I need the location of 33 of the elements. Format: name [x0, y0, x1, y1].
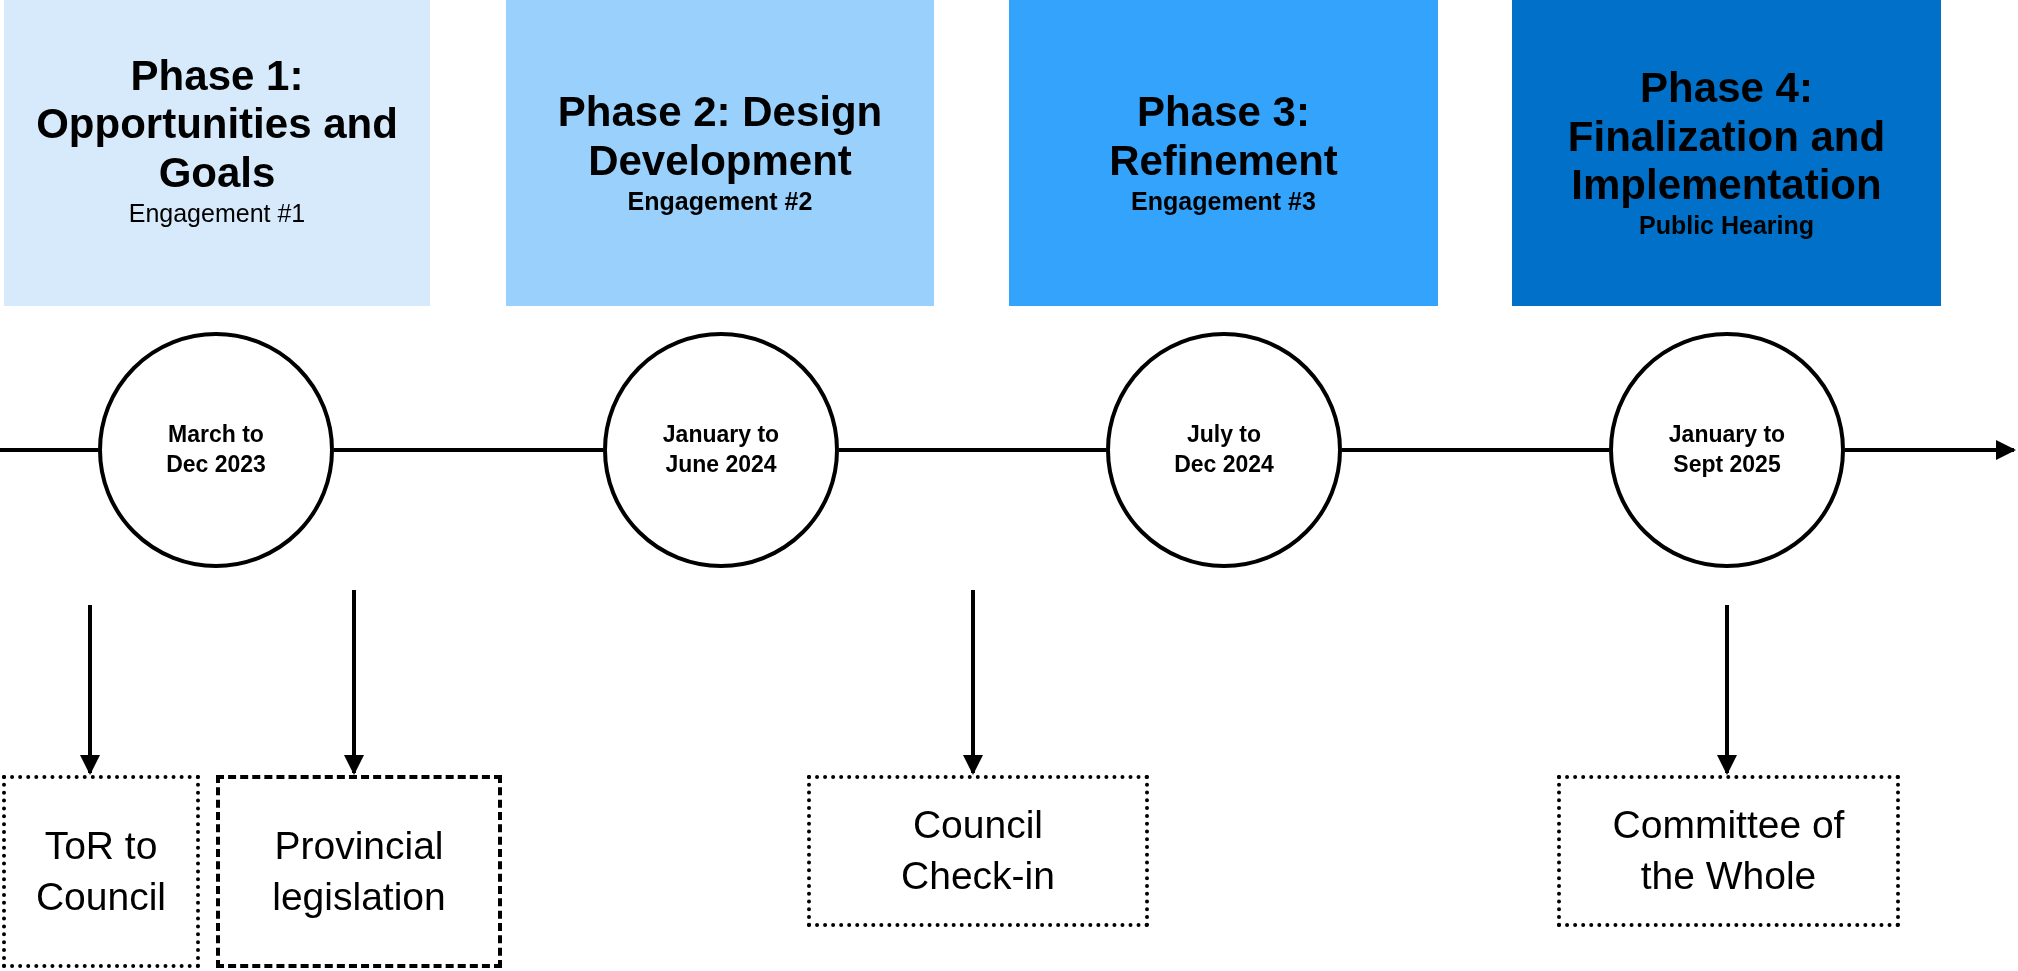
milestone-box	[216, 775, 502, 968]
milestone-text: Provincial legislation	[271, 822, 447, 920]
arrow	[1717, 605, 1737, 775]
milestone-text: Committee of the Whole	[1611, 802, 1846, 899]
phase-subtitle: Engagement #2	[627, 186, 813, 218]
phase-subtitle: Engagement #3	[1131, 186, 1316, 218]
date-text: July to Dec 2024	[1173, 420, 1275, 479]
timeline-arrow	[1845, 440, 2016, 460]
phase-subtitle: Public Hearing	[1638, 210, 1814, 242]
milestone-box	[2, 775, 200, 968]
arrow	[963, 590, 983, 775]
phase-box	[1009, 0, 1438, 306]
phase-box	[4, 0, 430, 306]
phase-box	[506, 0, 934, 306]
milestone-text: ToR to Council	[34, 822, 168, 920]
timeline-line	[1342, 448, 1609, 452]
phase-title: Phase 2: Design Development	[556, 88, 884, 186]
phase-title: Phase 3: Refinement	[1108, 88, 1339, 186]
phase-subtitle: Engagement #1	[128, 197, 306, 229]
milestone-text: Council Check-in	[900, 802, 1056, 899]
timeline-line	[334, 448, 603, 452]
phase-title: Phase 1: Opportunities and Goals	[35, 52, 399, 197]
date-text: January to Sept 2025	[1668, 420, 1786, 479]
date-text: January to June 2024	[662, 420, 780, 479]
arrow	[80, 605, 100, 775]
milestone-box	[807, 775, 1149, 927]
phase-title: Phase 4: Finalization and Implementation	[1566, 64, 1887, 210]
date-text: March to Dec 2023	[165, 420, 267, 479]
phase-box	[1512, 0, 1941, 306]
timeline-line	[839, 448, 1106, 452]
timeline-line	[0, 448, 98, 452]
arrow	[344, 590, 364, 775]
milestone-box	[1557, 775, 1900, 927]
